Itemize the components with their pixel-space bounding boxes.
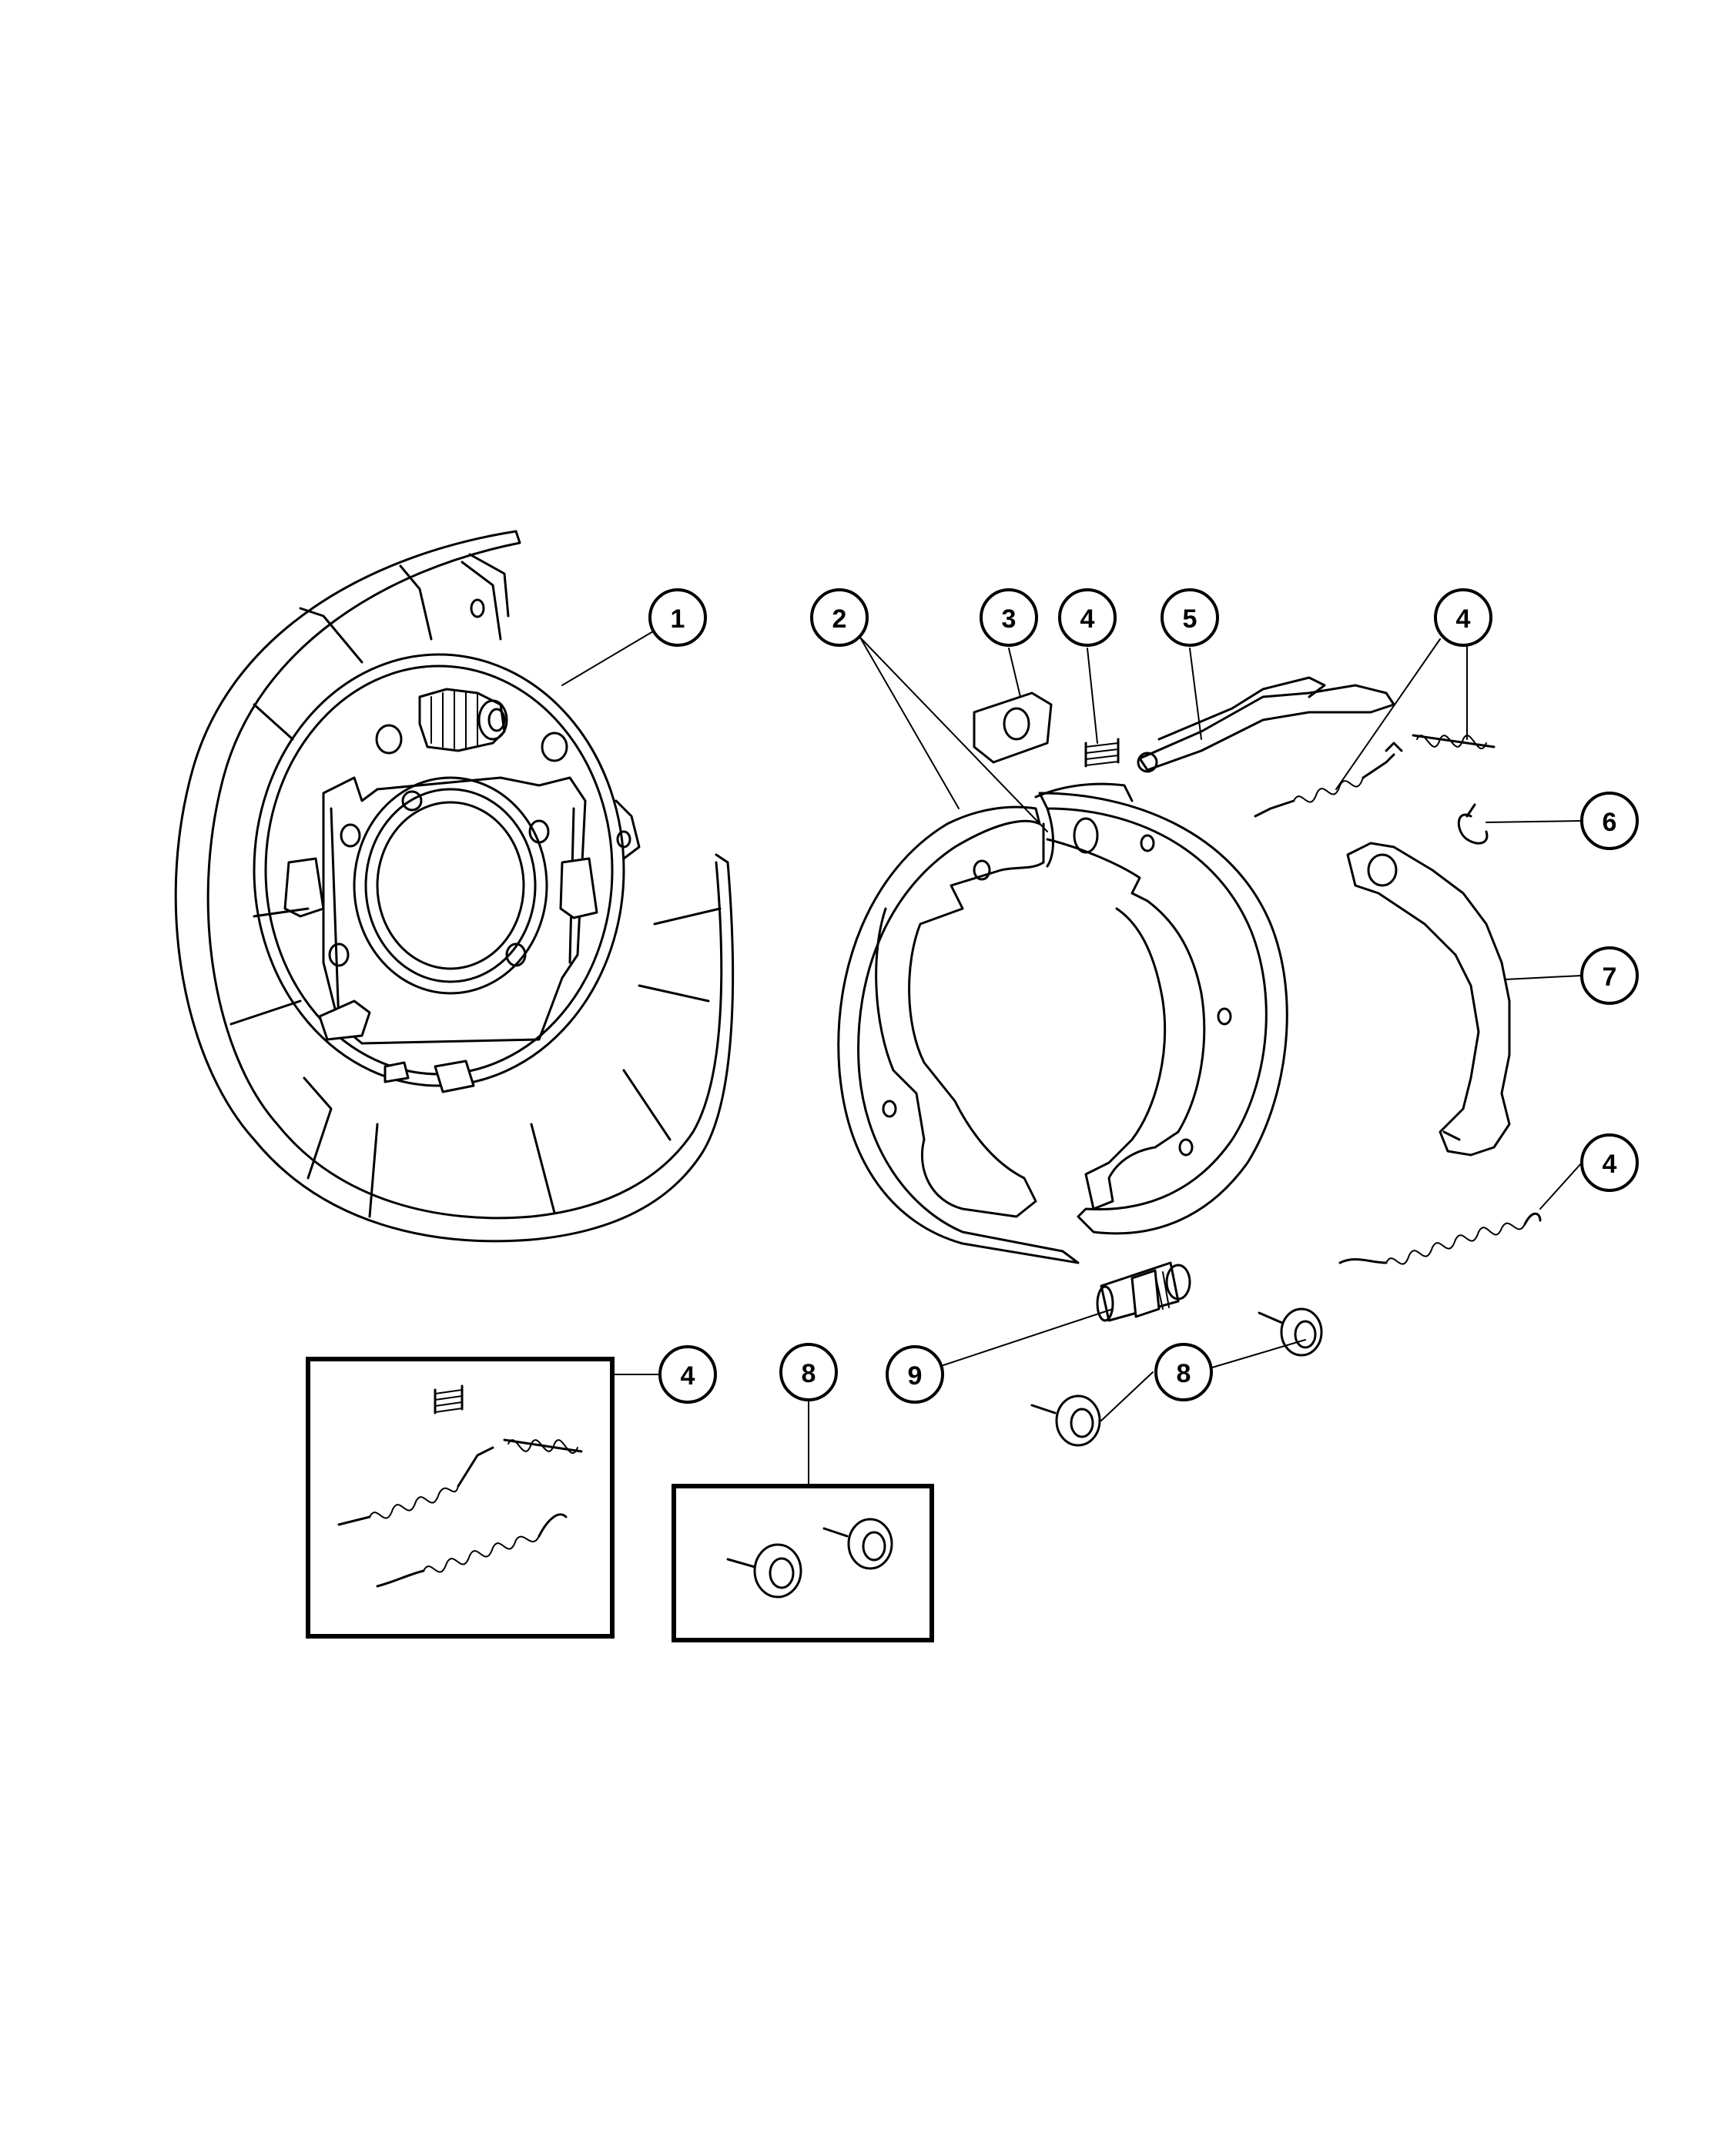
svg-text:4: 4 <box>681 1361 695 1391</box>
callout-8-hold-down-kit: 8 <box>779 1343 838 1401</box>
svg-text:8: 8 <box>802 1359 816 1388</box>
callout-4-springs: 4 <box>1434 588 1492 647</box>
svg-text:7: 7 <box>1603 962 1617 992</box>
callout-9: 9 <box>886 1345 944 1404</box>
callout-5: 5 <box>1161 588 1219 647</box>
springs-top-right-drawing <box>1254 734 1496 818</box>
svg-text:4: 4 <box>1456 604 1471 634</box>
callout-6: 6 <box>1580 792 1639 850</box>
svg-text:4: 4 <box>1080 604 1095 634</box>
callout-1: 1 <box>648 588 707 647</box>
callout-3: 3 <box>980 588 1038 647</box>
callout-4-small-spring: 4 <box>1058 588 1117 647</box>
lever-drawing <box>1346 842 1511 1157</box>
long-spring-right-drawing <box>1338 1212 1542 1265</box>
callout-4-long-spring: 4 <box>1580 1133 1639 1192</box>
plate-drawing <box>973 691 1053 764</box>
svg-text:5: 5 <box>1183 604 1197 634</box>
callout-7: 7 <box>1580 946 1639 1005</box>
brake-shoes-drawing <box>837 782 1288 1264</box>
callout-4-spring-kit: 4 <box>658 1345 717 1404</box>
hold-down-kit-box <box>672 1484 934 1642</box>
clip-drawing <box>1457 803 1489 845</box>
svg-text:3: 3 <box>1002 604 1017 634</box>
svg-text:9: 9 <box>908 1361 923 1391</box>
callout-2: 2 <box>810 588 869 647</box>
callout-8-hold-down: 8 <box>1154 1343 1213 1401</box>
hold-down-cups-drawing <box>1030 1307 1323 1447</box>
backing-plate-drawing <box>174 530 735 1243</box>
spring-kit-box <box>306 1357 615 1639</box>
leader-lines <box>561 631 1583 1487</box>
small-spring-drawing <box>1084 738 1120 768</box>
svg-text:4: 4 <box>1603 1150 1617 1179</box>
strut-drawing <box>1137 676 1395 773</box>
svg-text:8: 8 <box>1177 1359 1191 1388</box>
svg-text:1: 1 <box>671 604 685 634</box>
adjuster-drawing <box>1096 1261 1191 1322</box>
svg-text:2: 2 <box>832 604 847 634</box>
svg-text:6: 6 <box>1603 808 1617 837</box>
